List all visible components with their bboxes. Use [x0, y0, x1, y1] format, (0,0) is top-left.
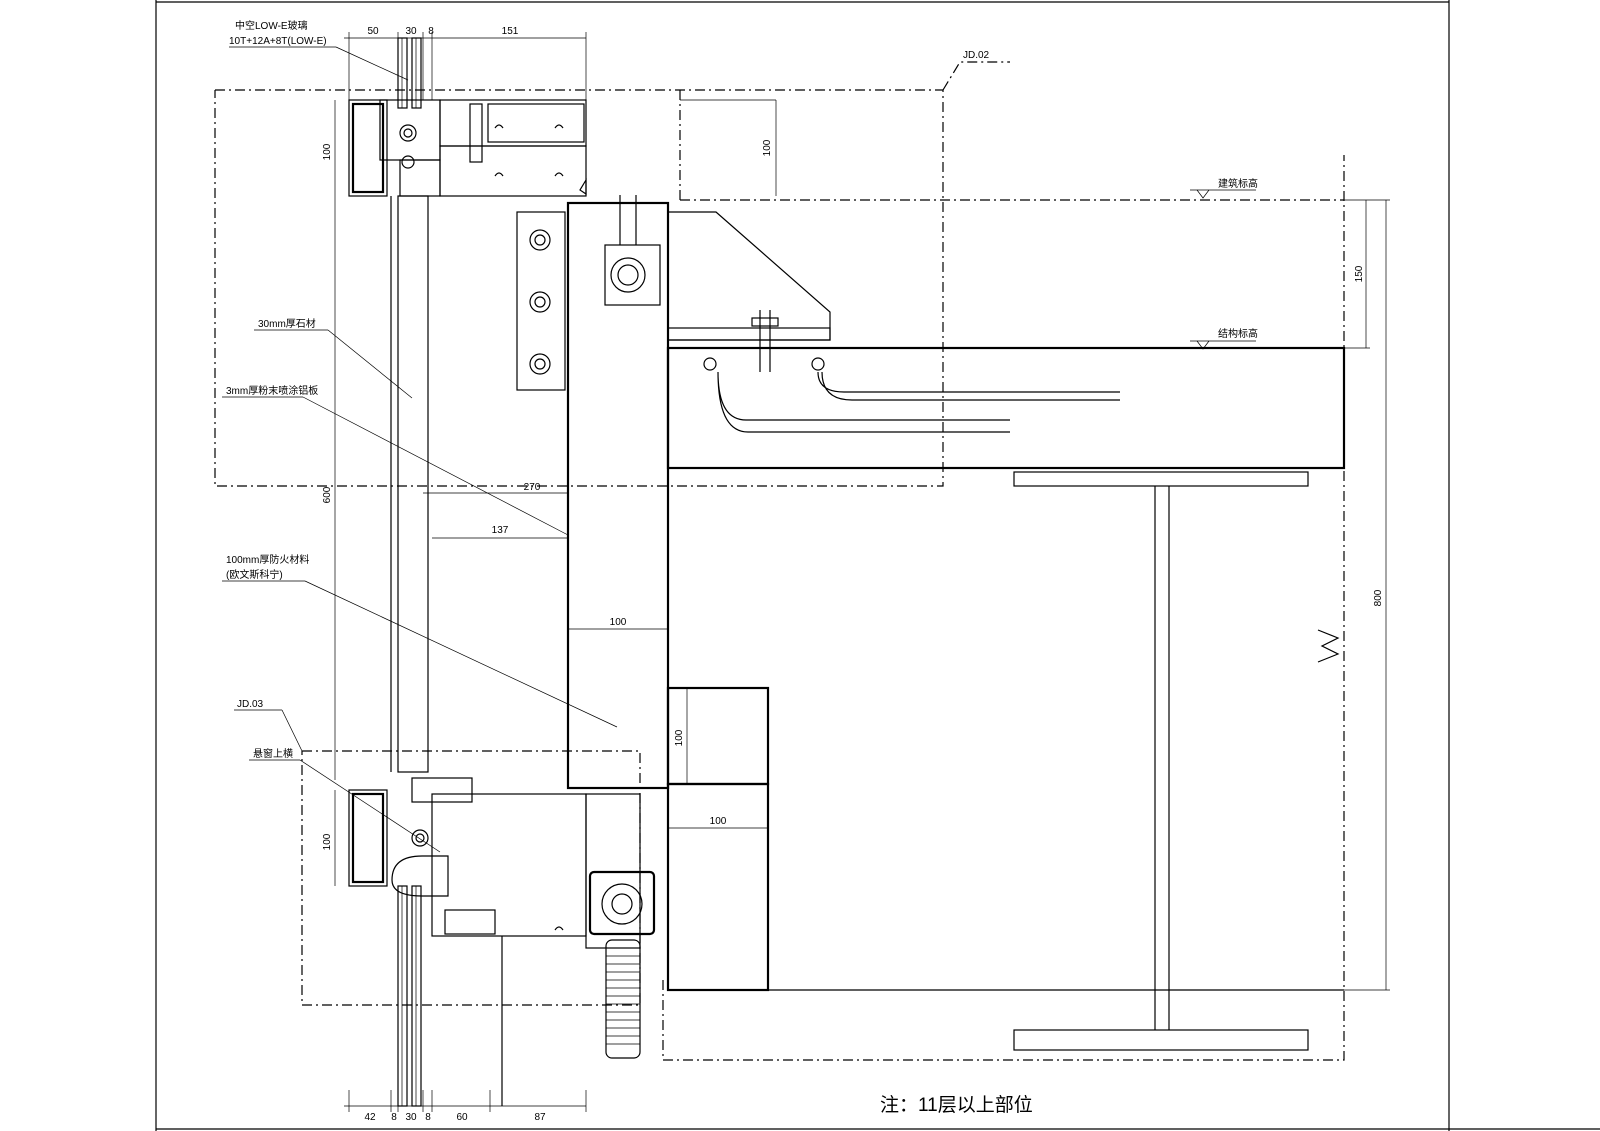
jd03-label: JD.03 — [237, 699, 264, 710]
slab-frame — [662, 90, 1345, 1061]
internal-dimensions: 270 137 100 100 100 — [423, 482, 768, 829]
transom-callout: 悬窗上横 — [249, 747, 441, 853]
glass-pane-bottom — [397, 885, 503, 1107]
dim-100-h: 100 — [710, 816, 727, 827]
dim-8: 8 — [428, 26, 434, 37]
aluminum-callout: 3mm厚粉末喷涂铝板 — [222, 384, 569, 536]
dim-100-v: 100 — [674, 729, 685, 746]
dim-30: 30 — [405, 26, 417, 37]
glass-title: 中空LOW-E玻璃 — [235, 19, 308, 32]
dim-8a: 8 — [391, 1112, 397, 1123]
bolt-icon — [529, 229, 551, 375]
left-dimensions-top: 100 600 — [322, 100, 336, 780]
dim-60: 60 — [456, 1112, 468, 1123]
dim-270: 270 — [524, 482, 541, 493]
jd03-callout: JD.03 — [234, 699, 303, 752]
drawing-note: 注：11层以上部位 — [880, 1094, 1033, 1116]
dim-137: 137 — [492, 525, 509, 536]
dim-left-100-top: 100 — [322, 143, 333, 160]
dim-42: 42 — [364, 1112, 376, 1123]
mid-dimension-100: 100 — [680, 99, 777, 196]
dim-8b: 8 — [425, 1112, 431, 1123]
level-marks: 建筑标高 结构标高 — [1190, 177, 1258, 350]
fireproof-label-1: 100mm厚防火材料 — [226, 553, 309, 566]
steel-tube — [588, 870, 656, 1059]
dim-100-insul: 100 — [610, 617, 627, 628]
anchor-bracket — [604, 195, 831, 372]
bottom-dimensions: 42 8 30 8 60 87 — [344, 1090, 587, 1123]
arch-level-label: 建筑标高 — [1218, 177, 1258, 190]
jd02-tag: JD.02 — [963, 50, 990, 61]
detail-frame-jd03 — [301, 750, 641, 1006]
bottom-frame-assembly — [348, 777, 641, 949]
concrete-slab — [666, 346, 1346, 470]
dim-800: 800 — [1373, 589, 1384, 606]
struct-level-label: 结构标高 — [1218, 327, 1258, 340]
transom-label: 悬窗上横 — [253, 747, 293, 760]
right-dimensions: 150 800 — [1317, 199, 1390, 991]
dim-50: 50 — [367, 26, 379, 37]
dim-150: 150 — [1354, 265, 1365, 282]
stone-panel — [390, 195, 429, 773]
fireproof-insulation — [566, 201, 770, 992]
dim-mid-100: 100 — [762, 139, 773, 156]
dim-30b: 30 — [405, 1112, 417, 1123]
glass-pane-top — [397, 37, 422, 109]
dim-left-100-bot: 100 — [322, 833, 333, 850]
fireproof-callout: 100mm厚防火材料 (欧文斯科宁) — [222, 553, 618, 728]
top-frame-assembly — [348, 99, 587, 197]
stone-callout: 30mm厚石材 — [254, 317, 413, 399]
steel-i-beam — [1013, 471, 1309, 1051]
glass-spec: 10T+12A+8T(LOW-E) — [229, 36, 327, 47]
stone-label: 30mm厚石材 — [258, 317, 316, 330]
fireproof-label-2: (欧文斯科宁) — [226, 568, 283, 581]
sheet-border — [155, 0, 1600, 1131]
bracket-plate — [516, 211, 566, 391]
detail-frame-jd02 — [214, 61, 1010, 487]
dim-151: 151 — [502, 26, 519, 37]
glass-callout: 中空LOW-E玻璃 10T+12A+8T(LOW-E) — [229, 19, 409, 81]
aluminum-label: 3mm厚粉末喷涂铝板 — [226, 384, 318, 397]
dim-87: 87 — [534, 1112, 546, 1123]
dim-600: 600 — [322, 486, 333, 503]
left-dimensions-bottom: 100 — [322, 790, 336, 886]
top-dimensions: 50 30 8 151 — [344, 26, 587, 100]
